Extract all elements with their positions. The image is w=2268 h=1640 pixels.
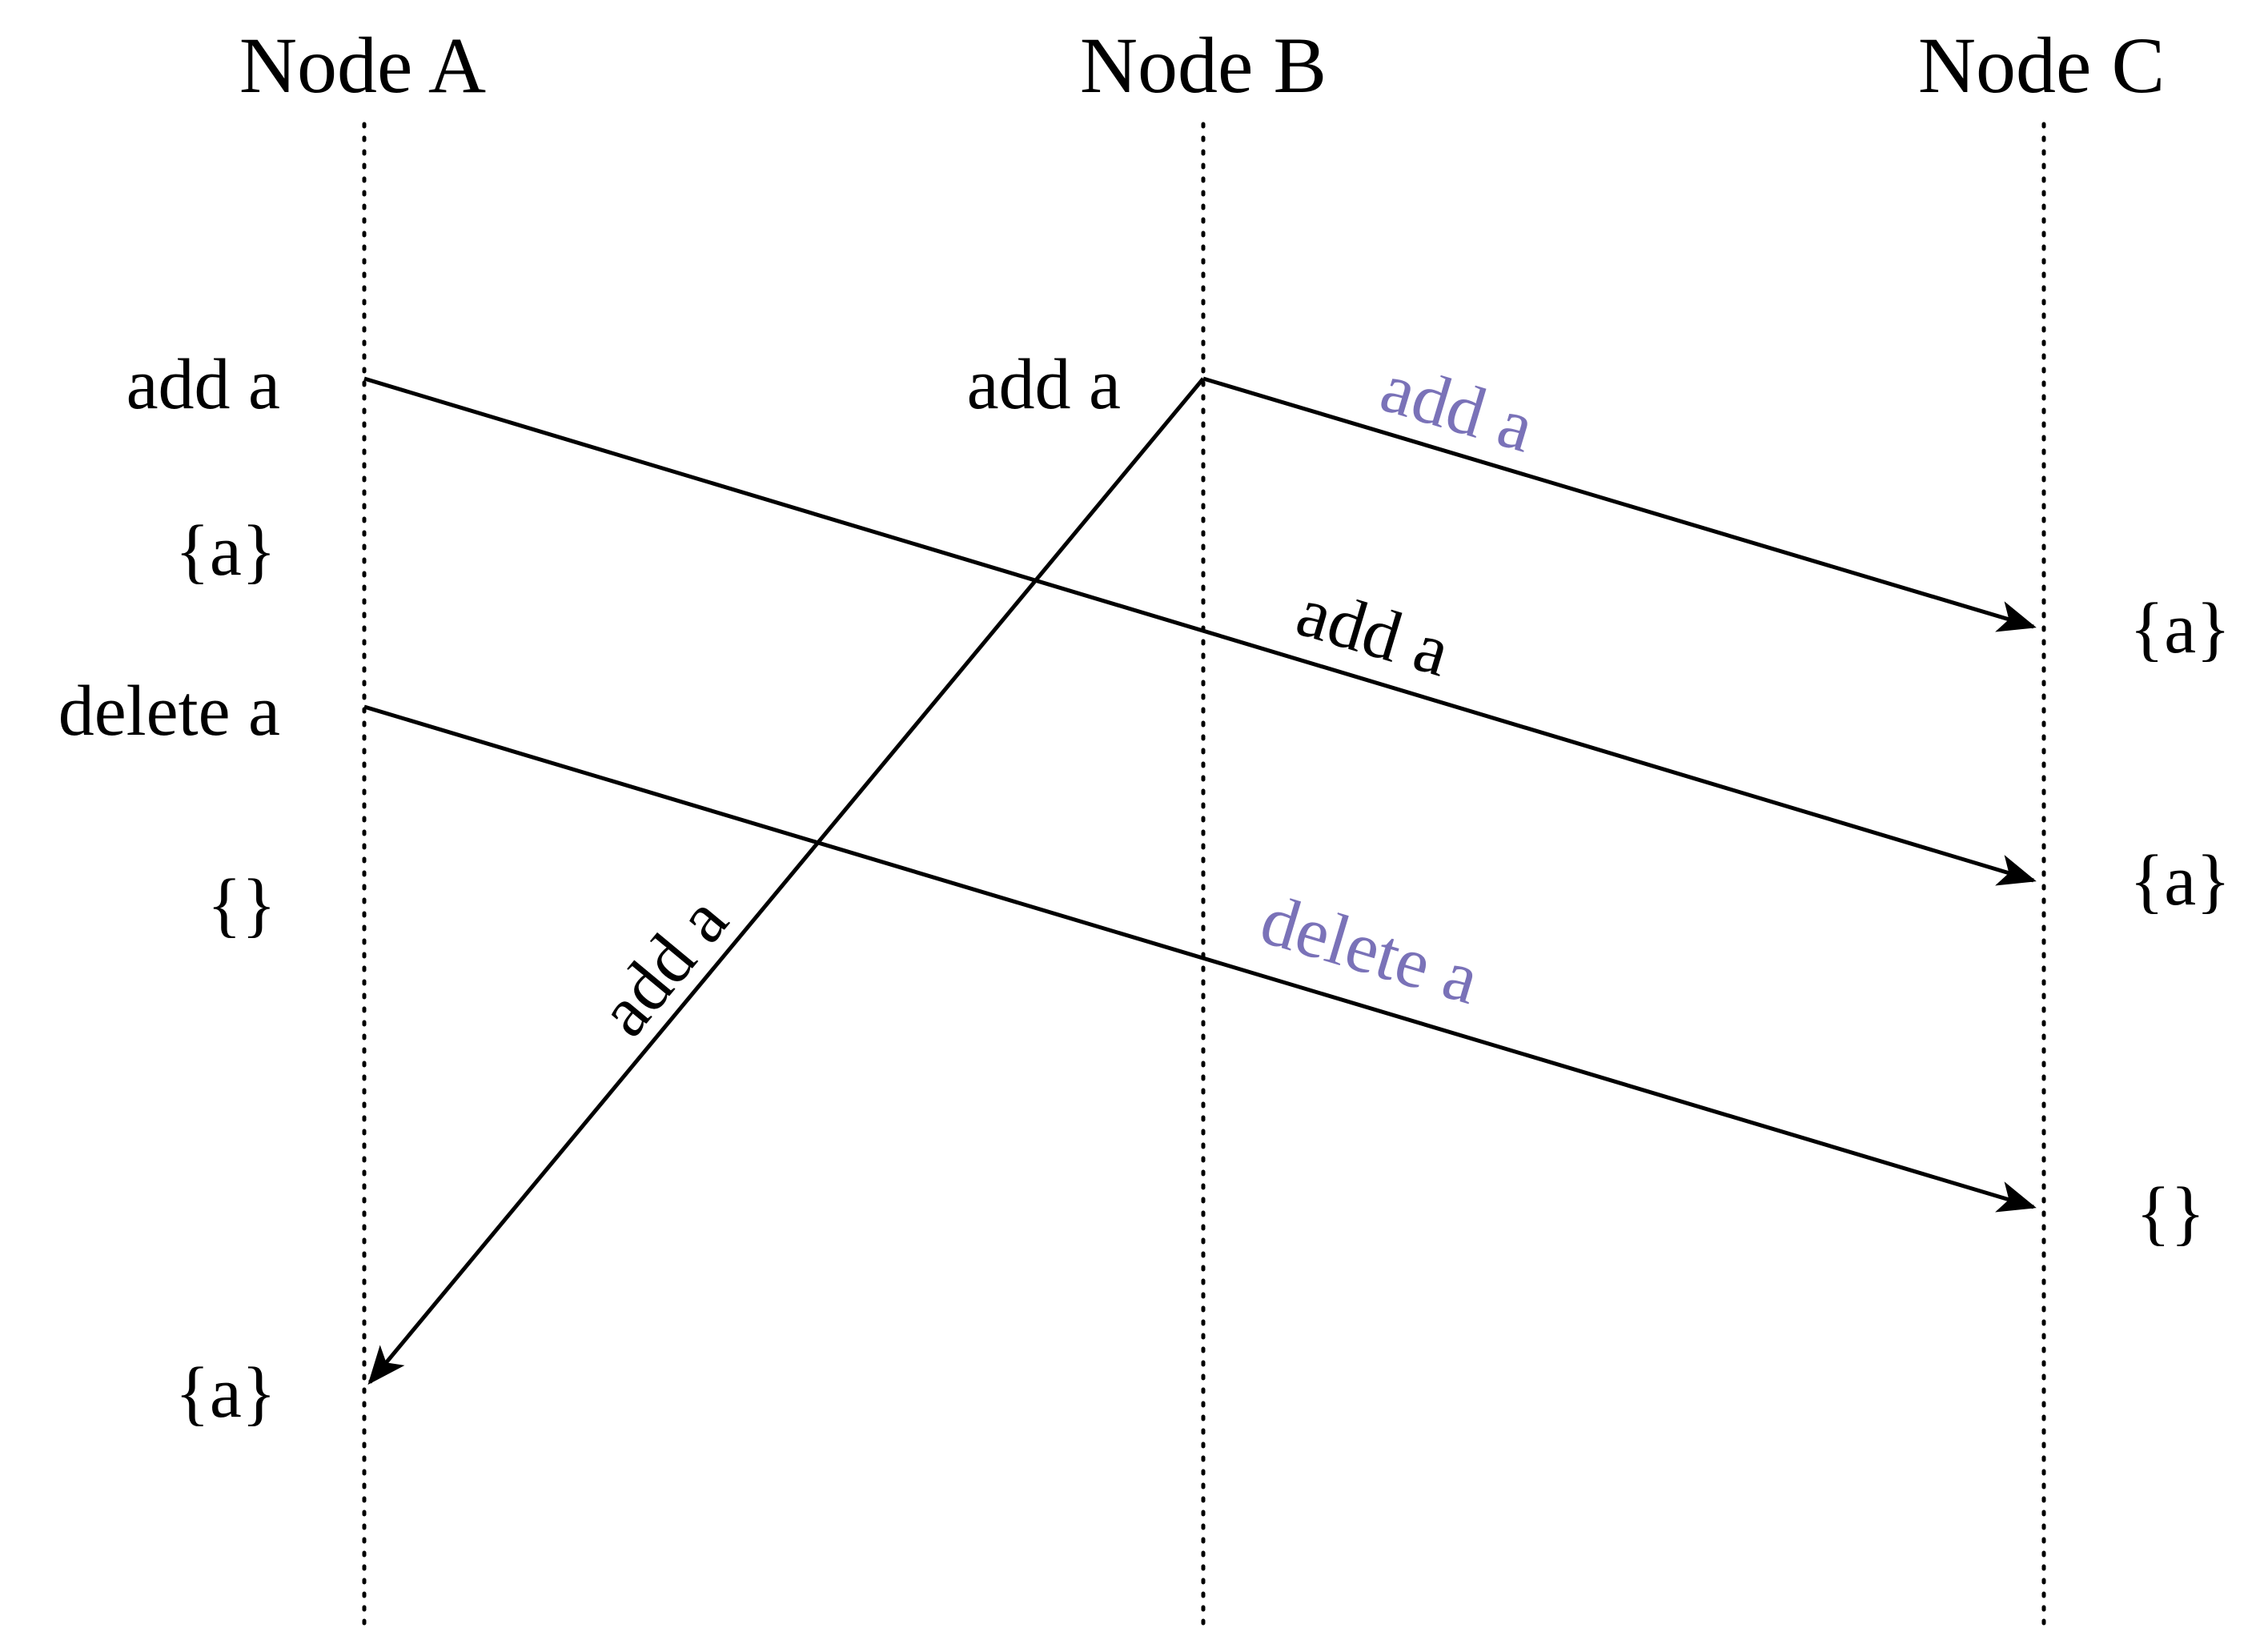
message-arrow-b-add-to-a: [367, 377, 1205, 1385]
node-a-op-add: add a: [126, 345, 280, 424]
node-b-op-add: add a: [967, 345, 1121, 424]
message-arrow-b-add-to-c: [1202, 376, 2037, 632]
node-c-state-3: {}: [2136, 1173, 2205, 1253]
node-a-state-final: {a}: [175, 1353, 276, 1433]
node-a-title: Node A: [239, 21, 486, 110]
node-c-state-1: {a}: [2130, 589, 2230, 668]
node-b-title: Node B: [1080, 21, 1327, 110]
node-a-op-delete: delete a: [58, 672, 280, 751]
message-label-b-to-a: add a: [584, 882, 743, 1051]
node-a-state-after-add: {a}: [175, 511, 276, 591]
message-label-a-delete-to-c: delete a: [1252, 880, 1487, 1020]
message-label-b-to-c: add a: [1372, 347, 1543, 467]
message-label-a-to-c: add a: [1288, 571, 1459, 692]
node-c-title: Node C: [1918, 21, 2165, 110]
message-arrow-a-delete-to-c: [363, 704, 2037, 1213]
node-a-state-after-delete: {}: [207, 865, 276, 944]
node-c-state-2: {a}: [2130, 841, 2230, 920]
message-arrow-a-add-to-c: [363, 376, 2037, 886]
